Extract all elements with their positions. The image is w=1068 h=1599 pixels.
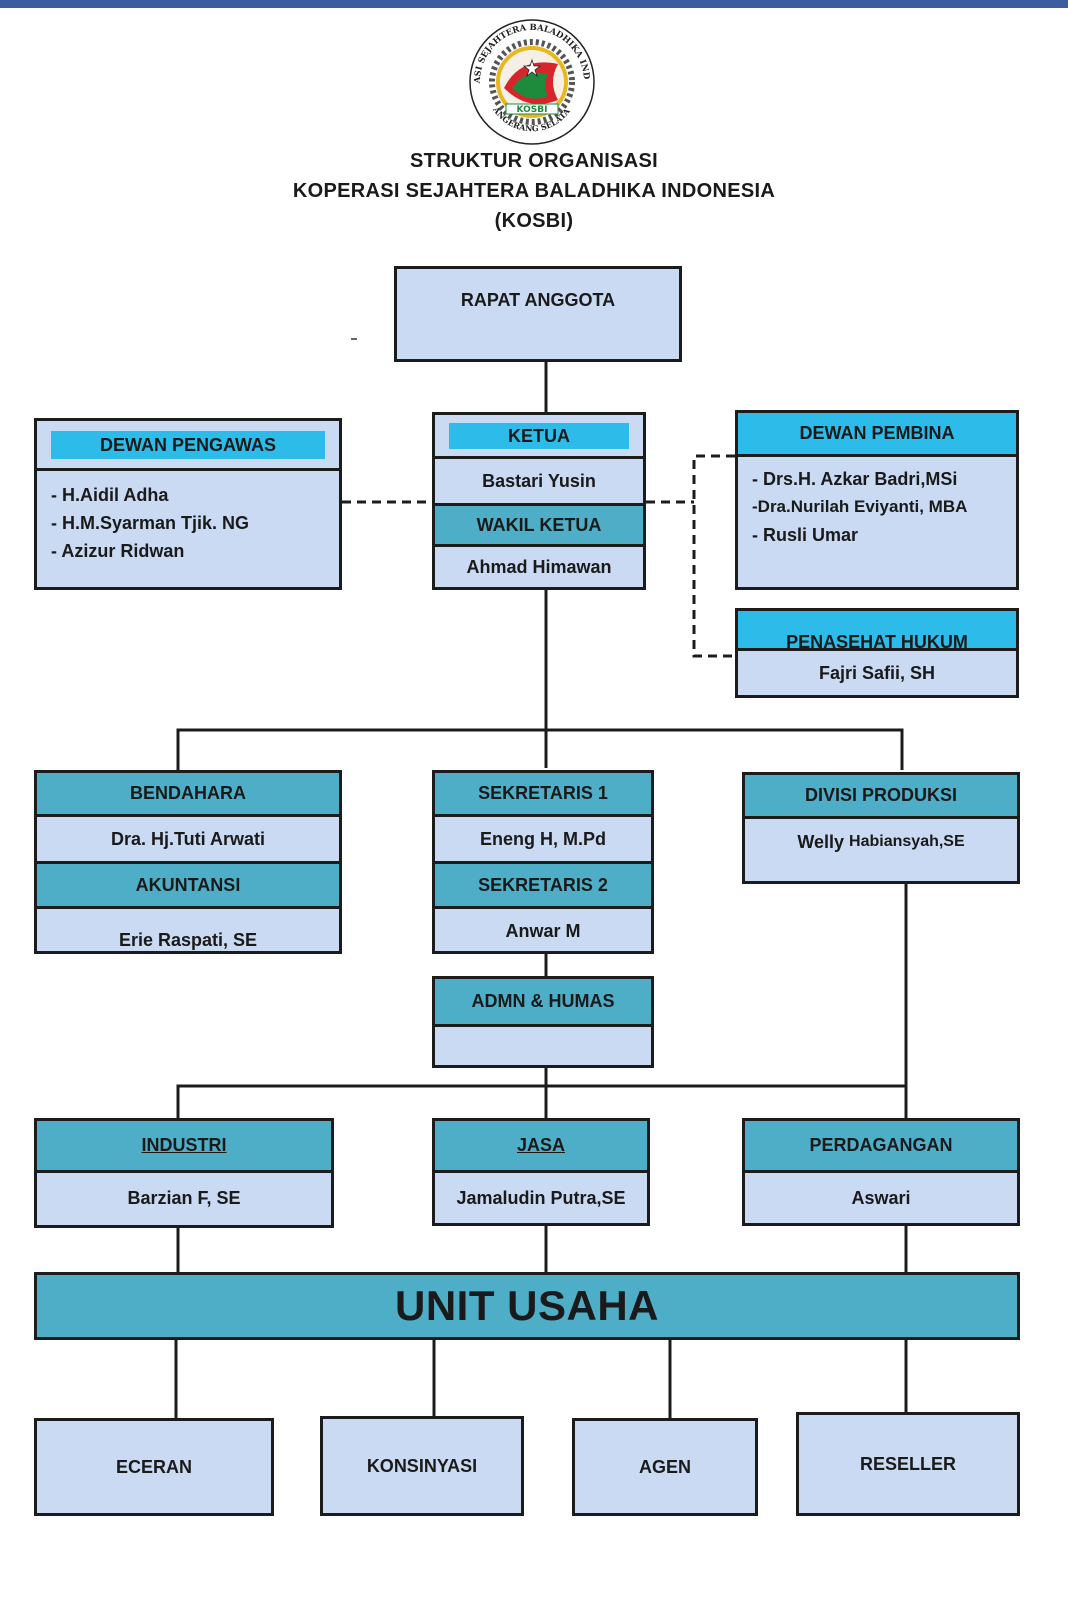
ketua-header-bg: KETUA [435,415,643,459]
admn-humas-box: ADMN & HUMAS [432,976,654,1068]
jasa-box: JASA Jamaludin Putra,SE [432,1118,650,1226]
unit-usaha-label: UNIT USAHA [395,1282,659,1329]
jasa-name: Jamaludin Putra,SE [456,1187,626,1208]
dewan-pengawas-member: - Azizur Ridwan [51,541,185,561]
jasa-title: JASA [516,1135,565,1155]
divisi-produksi-title: DIVISI PRODUKSI [745,775,1017,819]
wakil-ketua-name: Ahmad Himawan [466,556,612,577]
dewan-pengawas-member: - H.Aidil Adha [51,485,169,505]
sekretaris1-name: Eneng H, M.Pd [480,828,606,849]
top-bar [0,0,1068,8]
wakil-ketua-title: WAKIL KETUA [435,503,643,547]
bendahara-name: Dra. Hj.Tuti Arwati [110,828,265,849]
industri-title: INDUSTRI [141,1135,227,1155]
dewan-pembina-member: - Drs.H. Azkar Badri,MSi [752,469,958,489]
dewan-pembina-member: - Rusli Umar [752,525,859,545]
akuntansi-name-wrap: Erie Raspati, SE [37,909,339,951]
dewan-pembina-title: DEWAN PEMBINA [738,413,1016,457]
sekretaris1-title: SEKRETARIS 1 [435,773,651,817]
dewan-pembina-box: DEWAN PEMBINA - Drs.H. Azkar Badri,MSi -… [735,410,1019,590]
bendahara-title: BENDAHARA [37,773,339,817]
akuntansi-name: Erie Raspati, SE [118,930,258,950]
jasa-title-wrap: JASA [435,1121,647,1173]
dewan-pengawas-box: DEWAN PENGAWAS - H.Aidil Adha - H.M.Syar… [34,418,342,590]
unit-agen-box: AGEN [572,1418,758,1516]
industri-name: Barzian F, SE [127,1187,241,1208]
divisi-produksi-box: DIVISI PRODUKSI Welly Habiansyah,SE [742,772,1020,884]
title-line-3: (KOSBI) [494,210,574,232]
akuntansi-title: AKUNTANSI [37,861,339,909]
title-line-2: KOPERASI SEJAHTERA BALADHIKA INDONESIA [292,180,776,202]
dewan-pengawas-members: - H.Aidil Adha - H.M.Syarman Tjik. NG - … [51,481,331,565]
unit-reseller-box: RESELLER [796,1412,1020,1516]
penasehat-hukum-box: PENASEHAT HUKUM Fajri Safii, SH [735,608,1019,698]
logo-center-text: KOSBI [517,105,548,115]
penasehat-hukum-name: Fajri Safii, SH [818,662,936,683]
sekretaris2-title: SEKRETARIS 2 [435,861,651,909]
admn-humas-name [435,1027,651,1065]
unit-eceran-box: ECERAN [34,1418,274,1516]
perdagangan-title: PERDAGANGAN [745,1121,1017,1173]
unit-eceran-label: ECERAN [115,1456,192,1477]
dewan-pembina-member: -Dra.Nurilah Eviyanti, MBA [752,497,968,516]
dewan-pembina-members: - Drs.H. Azkar Badri,MSi -Dra.Nurilah Ev… [752,465,1008,549]
ketua-box: KETUA Bastari Yusin WAKIL KETUA Ahmad Hi… [432,412,646,590]
bendahara-box: BENDAHARA Dra. Hj.Tuti Arwati AKUNTANSI … [34,770,342,954]
rapat-anggota-label: RAPAT ANGGOTA [460,289,616,310]
unit-agen-label: AGEN [638,1456,691,1477]
dewan-pengawas-member: - H.M.Syarman Tjik. NG [51,513,250,533]
title-line-1: STRUKTUR ORGANISASI [410,150,658,172]
unit-reseller-label: RESELLER [859,1453,956,1474]
divisi-produksi-name: Welly Habiansyah,SE [745,819,1017,865]
perdagangan-box: PERDAGANGAN Aswari [742,1118,1020,1226]
ketua-title: KETUA [449,423,629,449]
sekretaris2-name: Anwar M [505,920,581,941]
kosbi-logo: KOSBI KOPERASI SEJAHTERA BALADHIKA INDON… [462,16,595,145]
rapat-anggota-box: RAPAT ANGGOTA [394,266,682,362]
divisi-produksi-name-first: Welly [797,831,845,852]
penasehat-hukum-title: PENASEHAT HUKUM [786,632,968,648]
unit-konsinyasi-label: KONSINYASI [366,1455,478,1476]
admn-humas-title: ADMN & HUMAS [435,979,651,1027]
industri-title-wrap: INDUSTRI [37,1121,331,1173]
dewan-pengawas-header-bg: DEWAN PENGAWAS [37,421,339,471]
divisi-produksi-name-last: Habiansyah,SE [849,833,965,850]
sekretaris-box: SEKRETARIS 1 Eneng H, M.Pd SEKRETARIS 2 … [432,770,654,954]
penasehat-hukum-header: PENASEHAT HUKUM [738,611,1016,651]
perdagangan-name: Aswari [851,1187,911,1208]
ketua-name: Bastari Yusin [482,470,596,491]
dewan-pengawas-title: DEWAN PENGAWAS [51,431,325,459]
unit-usaha-bar: UNIT USAHA [34,1272,1020,1340]
industri-box: INDUSTRI Barzian F, SE [34,1118,334,1228]
unit-konsinyasi-box: KONSINYASI [320,1416,524,1516]
